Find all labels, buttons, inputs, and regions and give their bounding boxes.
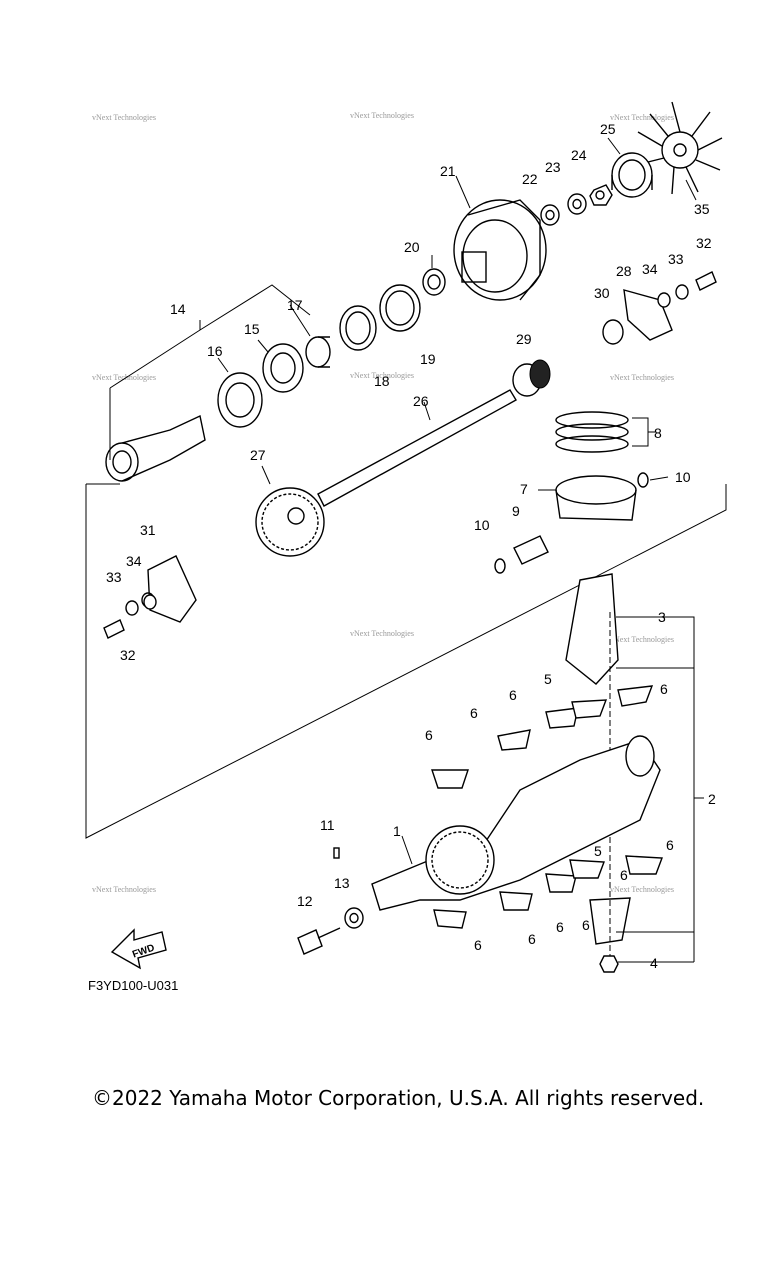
callout: 30 bbox=[594, 285, 610, 301]
watermarks: vNext Technologies vNext Technologies vN… bbox=[92, 111, 674, 894]
sleeve-part bbox=[611, 152, 653, 198]
crankshaft-part bbox=[371, 735, 661, 911]
washer-stack bbox=[540, 184, 613, 226]
callout: 6 bbox=[470, 705, 478, 721]
impeller-part bbox=[637, 101, 723, 195]
callout: 3 bbox=[658, 609, 666, 625]
callout: 11 bbox=[320, 817, 335, 833]
cover-left-part bbox=[141, 555, 197, 623]
watermark: vNext Technologies bbox=[350, 629, 414, 638]
fwd-arrow-icon: FWD bbox=[110, 928, 167, 970]
callout: 15 bbox=[244, 321, 260, 337]
callout: 6 bbox=[660, 681, 668, 697]
flywheel-part bbox=[453, 199, 547, 301]
small-hardware-parts bbox=[103, 271, 717, 639]
coupling-part bbox=[105, 414, 206, 482]
callout: 33 bbox=[668, 251, 684, 267]
watermark: vNext Technologies bbox=[610, 113, 674, 122]
main-bearing-shells bbox=[431, 685, 663, 929]
collar-small-part bbox=[602, 319, 624, 345]
callout: 12 bbox=[297, 893, 313, 909]
shaft-part bbox=[317, 363, 542, 507]
oil-seal-parts bbox=[339, 284, 421, 351]
callout: 17 bbox=[287, 297, 303, 313]
callout: 24 bbox=[571, 147, 587, 163]
washer-part bbox=[422, 268, 446, 296]
watermark: vNext Technologies bbox=[610, 635, 674, 644]
callout: 18 bbox=[374, 373, 390, 389]
callout: 6 bbox=[620, 867, 628, 883]
piston-pin-part bbox=[494, 472, 649, 574]
callout: 31 bbox=[140, 522, 156, 538]
callout: 5 bbox=[594, 843, 602, 859]
assembly-group-outline bbox=[85, 483, 727, 839]
callout: 28 bbox=[616, 263, 632, 279]
callout: 6 bbox=[528, 931, 536, 947]
callout: 4 bbox=[650, 955, 658, 971]
diagram-code: F3YD100-U031 bbox=[88, 978, 178, 993]
callout: 14 bbox=[170, 301, 186, 317]
callout: 10 bbox=[675, 469, 691, 485]
callout: 19 bbox=[420, 351, 436, 367]
callout: 6 bbox=[582, 917, 590, 933]
callout: 6 bbox=[666, 837, 674, 853]
callout: 6 bbox=[474, 937, 482, 953]
crank-bolt-part bbox=[297, 847, 364, 955]
callout: 35 bbox=[694, 201, 710, 217]
watermark: vNext Technologies bbox=[92, 885, 156, 894]
callout: 34 bbox=[642, 261, 658, 277]
callout: 21 bbox=[440, 163, 456, 179]
rod-nut-part bbox=[599, 955, 619, 973]
callout: 22 bbox=[522, 171, 538, 187]
callout: 8 bbox=[654, 425, 662, 441]
watermark: vNext Technologies bbox=[92, 373, 156, 382]
callout: 20 bbox=[404, 239, 420, 255]
callout: 26 bbox=[413, 393, 429, 409]
bearing-parts bbox=[217, 343, 304, 428]
watermark: vNext Technologies bbox=[610, 373, 674, 382]
watermark: vNext Technologies bbox=[610, 885, 674, 894]
callout: 33 bbox=[106, 569, 122, 585]
callout: 34 bbox=[126, 553, 142, 569]
watermark: vNext Technologies bbox=[350, 371, 414, 380]
callout: 9 bbox=[512, 503, 520, 519]
callout: 5 bbox=[544, 671, 552, 687]
callout: 1 bbox=[393, 823, 401, 839]
callout: 32 bbox=[120, 647, 136, 663]
callout: 16 bbox=[207, 343, 223, 359]
callout: 7 bbox=[520, 481, 528, 497]
watermark: vNext Technologies bbox=[350, 111, 414, 120]
piston-part bbox=[555, 475, 637, 521]
gear-part bbox=[255, 487, 325, 557]
callout: 23 bbox=[545, 159, 561, 175]
callout: 2 bbox=[708, 791, 716, 807]
callout: 10 bbox=[474, 517, 490, 533]
callout: 6 bbox=[556, 919, 564, 935]
copyright-notice: ©2022 Yamaha Motor Corporation, U.S.A. A… bbox=[92, 1086, 705, 1110]
callout-labels: 1 2 3 4 5 5 6 6 6 6 6 6 6 6 6 6 7 8 9 10… bbox=[106, 121, 716, 971]
watermark: vNext Technologies bbox=[92, 113, 156, 122]
needle-bearing-part bbox=[529, 359, 551, 389]
callout: 32 bbox=[696, 235, 712, 251]
callout: 6 bbox=[509, 687, 517, 703]
callout: 29 bbox=[516, 331, 532, 347]
piston-ring-parts bbox=[555, 411, 629, 453]
collar-part bbox=[305, 336, 331, 368]
callout: 27 bbox=[250, 447, 266, 463]
callout: 13 bbox=[334, 875, 350, 891]
leader-lines bbox=[109, 137, 704, 963]
callout: 6 bbox=[425, 727, 433, 743]
callout: 25 bbox=[600, 121, 616, 137]
